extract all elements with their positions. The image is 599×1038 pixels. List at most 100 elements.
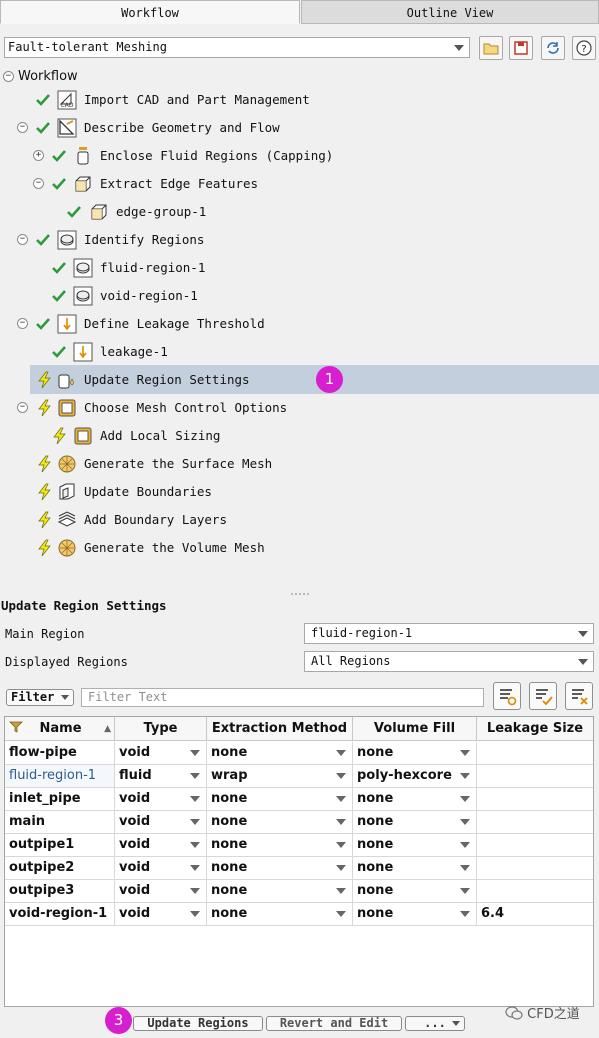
table-cell-extraction-select[interactable]: none	[207, 811, 353, 834]
table-cell-text: none	[357, 906, 394, 921]
column-header-type[interactable]: Type	[115, 717, 207, 741]
tree-item[interactable]: Describe Geometry and Flow	[84, 120, 280, 135]
chevron-down-icon	[336, 773, 346, 779]
table-cell-text: none	[357, 745, 394, 760]
column-header-volume-fill[interactable]: Volume Fill	[353, 717, 477, 741]
collapse-toggle[interactable]: −	[17, 122, 28, 133]
refresh-workflow-button[interactable]	[541, 36, 565, 60]
open-workflow-button[interactable]	[479, 36, 503, 60]
refresh-icon	[547, 42, 559, 54]
main-region-select[interactable]: fluid-region-1	[304, 623, 594, 644]
tree-item[interactable]: fluid-region-1	[100, 260, 206, 275]
clear-filter-button[interactable]	[565, 682, 593, 710]
tree-item[interactable]: Generate the Volume Mesh	[84, 540, 265, 555]
table-cell-volume-select[interactable]: none	[353, 903, 477, 926]
table-cell-leakage-size[interactable]	[477, 880, 593, 903]
column-header-name[interactable]: Name ▲	[5, 717, 115, 741]
tree-root-workflow[interactable]: Workflow	[18, 69, 78, 84]
save-workflow-button[interactable]	[509, 36, 533, 60]
table-cell-text: none	[357, 860, 394, 875]
table-cell-leakage-size[interactable]: 6.4	[477, 903, 593, 926]
filter-options-button[interactable]	[493, 682, 521, 710]
table-cell-volume-select[interactable]: none	[353, 857, 477, 880]
displayed-regions-select[interactable]: All Regions	[304, 651, 594, 672]
tree-item[interactable]: Extract Edge Features	[100, 176, 259, 191]
table-cell-type-select[interactable]: void	[115, 903, 207, 926]
update-regions-button[interactable]: Update Regions	[133, 1016, 263, 1031]
more-options-label: ...	[424, 1016, 446, 1030]
more-options-button[interactable]: ...	[405, 1016, 465, 1031]
filter-dropdown-button[interactable]: Filter	[6, 689, 74, 706]
table-cell-name: outpipe1	[5, 834, 115, 857]
table-cell-volume-select[interactable]: none	[353, 811, 477, 834]
table-cell-extraction-select[interactable]: none	[207, 880, 353, 903]
revert-and-edit-button[interactable]: Revert and Edit	[266, 1016, 402, 1031]
tree-item[interactable]: Choose Mesh Control Options	[84, 400, 288, 415]
surface-mesh-icon	[57, 454, 77, 474]
table-cell-type-select[interactable]: void	[115, 742, 207, 765]
help-button[interactable]: ?	[572, 36, 596, 60]
table-cell-type-select[interactable]: void	[115, 788, 207, 811]
chevron-down-icon	[190, 796, 200, 802]
table-cell-text: main	[9, 814, 46, 829]
table-cell-text: none	[211, 814, 248, 829]
filter-text-input[interactable]: Filter Text	[81, 688, 484, 707]
table-cell-volume-select[interactable]: none	[353, 788, 477, 811]
table-cell-volume-select[interactable]: poly-hexcore	[353, 765, 477, 788]
tree-item[interactable]: Identify Regions	[84, 232, 205, 247]
sort-ascending-icon: ▲	[104, 724, 111, 734]
selected-row-highlight	[30, 365, 599, 394]
table-cell-leakage-size[interactable]	[477, 742, 593, 765]
panel-splitter[interactable]	[0, 586, 599, 595]
collapse-toggle[interactable]: −	[33, 178, 44, 189]
table-cell-leakage-size[interactable]	[477, 811, 593, 834]
table-cell-type-select[interactable]: void	[115, 811, 207, 834]
table-cell-leakage-size[interactable]	[477, 857, 593, 880]
table-cell-extraction-select[interactable]: none	[207, 834, 353, 857]
expand-toggle[interactable]: +	[33, 150, 44, 161]
table-cell-type-select[interactable]: fluid	[115, 765, 207, 788]
tree-item[interactable]: edge-group-1	[116, 204, 207, 219]
table-cell-type-select[interactable]: void	[115, 880, 207, 903]
table-cell-extraction-select[interactable]: none	[207, 857, 353, 880]
tree-item[interactable]: void-region-1	[100, 288, 198, 303]
filter-check-icon	[536, 689, 553, 706]
table-cell-volume-select[interactable]: none	[353, 742, 477, 765]
collapse-toggle[interactable]: −	[17, 318, 28, 329]
tree-item[interactable]: Update Region Settings	[84, 372, 250, 387]
table-cell-text: none	[211, 883, 248, 898]
tree-item[interactable]: Import CAD and Part Management	[84, 92, 310, 107]
table-cell-type-select[interactable]: void	[115, 857, 207, 880]
table-cell-leakage-size[interactable]	[477, 765, 593, 788]
collapse-toggle[interactable]: −	[17, 234, 28, 245]
table-cell-extraction-select[interactable]: none	[207, 903, 353, 926]
tree-item[interactable]: Define Leakage Threshold	[84, 316, 265, 331]
tab-outline-view[interactable]: Outline View	[301, 0, 599, 24]
table-cell-volume-select[interactable]: none	[353, 880, 477, 903]
tree-item[interactable]: Add Boundary Layers	[84, 512, 227, 527]
table-cell-name: fluid-region-1	[5, 765, 115, 788]
table-cell-extraction-select[interactable]: wrap	[207, 765, 353, 788]
table-cell-extraction-select[interactable]: none	[207, 788, 353, 811]
table-cell-type-select[interactable]: void	[115, 834, 207, 857]
column-header-leakage-size[interactable]: Leakage Size	[477, 717, 593, 741]
tree-item[interactable]: Add Local Sizing	[100, 428, 221, 443]
table-cell-leakage-size[interactable]	[477, 834, 593, 857]
table-cell-leakage-size[interactable]	[477, 788, 593, 811]
workflow-type-select[interactable]: Fault-tolerant Meshing	[4, 37, 470, 58]
tree-item[interactable]: leakage-1	[100, 344, 168, 359]
column-header-extraction-method[interactable]: Extraction Method	[207, 717, 353, 741]
apply-filter-button[interactable]	[529, 682, 557, 710]
tree-item[interactable]: Enclose Fluid Regions (Capping)	[100, 148, 334, 163]
tree-item[interactable]: Generate the Surface Mesh	[84, 456, 273, 471]
tree-item[interactable]: Update Boundaries	[84, 484, 212, 499]
edge-box-icon	[89, 202, 109, 222]
collapse-toggle[interactable]: −	[3, 71, 14, 82]
table-cell-volume-select[interactable]: none	[353, 834, 477, 857]
collapse-toggle[interactable]: −	[17, 402, 28, 413]
tab-workflow[interactable]: Workflow	[0, 0, 300, 24]
annotation-badge-3: 3	[105, 1007, 132, 1034]
save-icon	[514, 41, 528, 55]
table-cell-extraction-select[interactable]: none	[207, 742, 353, 765]
mesh-control-icon	[73, 426, 93, 446]
